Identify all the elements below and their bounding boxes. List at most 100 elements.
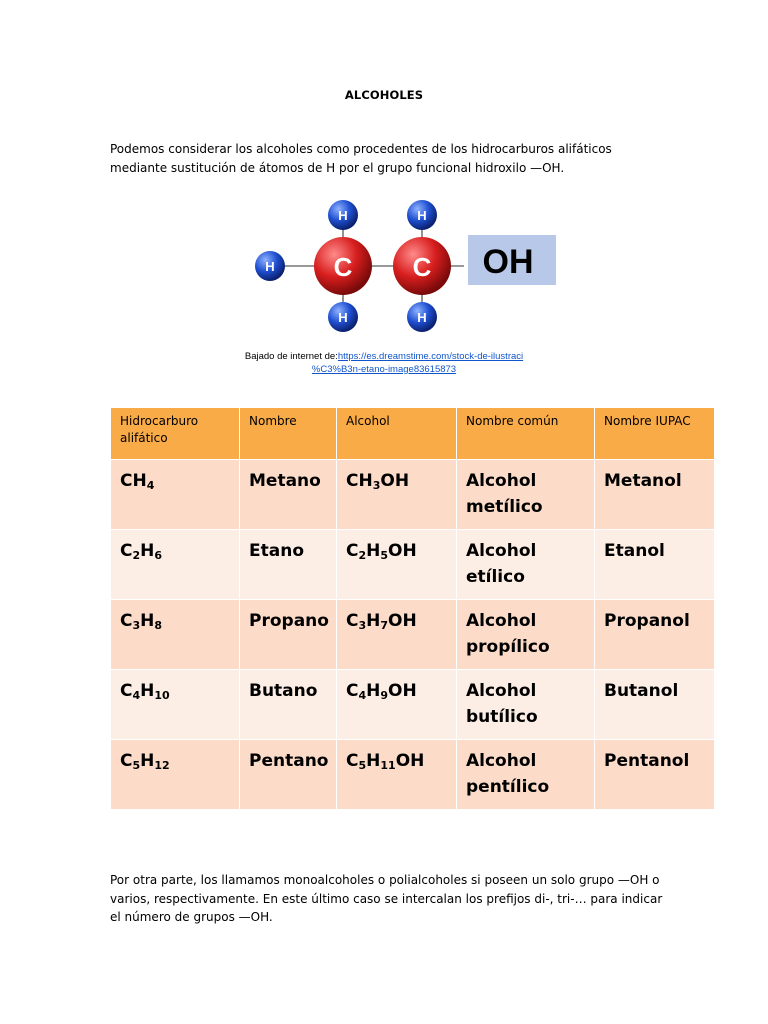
formula-symbol: H [366, 751, 381, 771]
formula-subscript: 4 [358, 689, 367, 702]
formula-symbol: CH [120, 471, 147, 491]
hydrocarbon-name: Pentano [239, 739, 337, 810]
alcohol-formula: C5H11OH [336, 739, 457, 810]
formula-subscript: 12 [154, 759, 170, 772]
formula-symbol: OH [388, 681, 417, 701]
header-hydrocarbon: Hidrocarburo alifático [110, 407, 240, 460]
formula-subscript: 5 [380, 549, 389, 562]
intro-paragraph: Podemos considerar los alcoholes como pr… [110, 142, 612, 175]
hydrocarbon-formula: C5H12 [110, 739, 240, 810]
hydrocarbon-name: Metano [239, 459, 337, 530]
common-name: Alcohol pentílico [456, 739, 595, 810]
formula-subscript: 3 [132, 619, 141, 632]
closing-paragraph: Por otra parte, los llamamos monoalcohol… [110, 873, 663, 924]
hydrocarbon-formula: C2H6 [110, 529, 240, 600]
header-iupac-name: Nombre IUPAC [594, 407, 715, 460]
formula-subscript: 5 [358, 759, 367, 772]
common-name: Alcohol etílico [456, 529, 595, 600]
formula-symbol: C [120, 681, 133, 701]
table-row: C2H6 Etano C2H5OH Alcohol etílico Etanol [110, 529, 715, 600]
formula-symbol: C [120, 611, 133, 631]
svg-text:H: H [417, 208, 426, 223]
formula-symbol: H [366, 681, 381, 701]
caption-prefix: Bajado de internet de: [244, 351, 338, 362]
table-row: C4H10 Butano C4H9OH Alcohol butílico But… [110, 669, 715, 740]
formula-subscript: 11 [380, 759, 396, 772]
carbon-atom-1: C [314, 237, 372, 295]
formula-symbol: OH [380, 471, 410, 491]
table-header-row: Hidrocarburo alifático Nombre Alcohol No… [110, 407, 715, 460]
formula-symbol: H [140, 541, 155, 561]
formula-symbol: C [346, 751, 359, 771]
formula-symbol: H [140, 611, 155, 631]
hydroxyl-group-box: OH [468, 235, 556, 285]
formula-symbol: H [140, 681, 155, 701]
formula-subscript: 6 [154, 549, 163, 562]
formula-symbol: H [366, 611, 381, 631]
svg-text:H: H [265, 259, 274, 274]
svg-text:C: C [413, 252, 432, 282]
iupac-name: Metanol [594, 459, 715, 530]
formula-symbol: C [346, 611, 359, 631]
hydrogen-atom-left: H [255, 251, 285, 281]
formula-subscript: 2 [358, 549, 367, 562]
formula-subscript: 7 [380, 619, 389, 632]
svg-text:H: H [417, 310, 426, 325]
iupac-name: Propanol [594, 599, 715, 670]
svg-text:OH: OH [483, 243, 534, 281]
caption-link[interactable]: https://es.dreamstime.com/stock-de-ilust… [337, 351, 524, 362]
formula-subscript: 9 [380, 689, 389, 702]
document-title: ALCOHOLES [344, 88, 424, 102]
hydrocarbon-formula: C4H10 [110, 669, 240, 740]
hydrocarbon-name: Propano [239, 599, 337, 670]
formula-subscript: 4 [132, 689, 141, 702]
formula-subscript: 5 [132, 759, 141, 772]
common-name: Alcohol metílico [456, 459, 595, 530]
header-alcohol: Alcohol [336, 407, 457, 460]
formula-symbol: C [346, 681, 359, 701]
table-row: CH4 Metano CH3OH Alcohol metílico Metano… [110, 459, 715, 530]
hydrocarbon-name: Butano [239, 669, 337, 740]
formula-symbol: OH [388, 541, 417, 561]
common-name: Alcohol propílico [456, 599, 595, 670]
table-row: C5H12 Pentano C5H11OH Alcohol pentílico … [110, 739, 715, 810]
hydrogen-atom-bottom-left: H [328, 302, 358, 332]
formula-symbol: H [140, 751, 155, 771]
header-common-name: Nombre común [456, 407, 595, 460]
alcohol-formula: C3H7OH [336, 599, 457, 670]
hydrogen-atom-top-left: H [328, 200, 358, 230]
hydrocarbon-name: Etano [239, 529, 337, 600]
hydrogen-atom-bottom-right: H [407, 302, 437, 332]
table-row: C3H8 Propano C3H7OH Alcohol propílico Pr… [110, 599, 715, 670]
atom-label-h: H [338, 208, 347, 223]
alcohol-formula: CH3OH [336, 459, 457, 530]
formula-symbol: OH [388, 611, 417, 631]
iupac-name: Butanol [594, 669, 715, 740]
alcohol-formula: C4H9OH [336, 669, 457, 740]
formula-symbol: C [120, 751, 133, 771]
iupac-name: Pentanol [594, 739, 715, 810]
formula-symbol: CH [346, 471, 373, 491]
header-name: Nombre [239, 407, 337, 460]
caption-link-continued[interactable]: %C3%B3n-etano-image83615873 [311, 363, 457, 375]
hydrocarbon-formula: C3H8 [110, 599, 240, 670]
alcohol-formula: C2H5OH [336, 529, 457, 600]
formula-symbol: C [346, 541, 359, 561]
svg-text:H: H [338, 310, 347, 325]
formula-subscript: 4 [146, 479, 155, 492]
formula-subscript: 10 [154, 689, 170, 702]
formula-subscript: 2 [132, 549, 141, 562]
svg-text:C: C [334, 252, 353, 282]
carbon-atom-2: C [393, 237, 451, 295]
formula-subscript: 8 [154, 619, 163, 632]
formula-symbol: H [366, 541, 381, 561]
formula-subscript: 3 [372, 479, 381, 492]
iupac-name: Etanol [594, 529, 715, 600]
formula-symbol: C [120, 541, 133, 561]
hydrogen-atom-top-right: H [407, 200, 437, 230]
formula-subscript: 3 [358, 619, 367, 632]
ethanol-molecule-image: H H H H H C C OH [255, 200, 556, 332]
figure-caption: Bajado de internet de:https://es.dreamst… [200, 351, 568, 376]
formula-symbol: OH [395, 751, 425, 771]
alcohols-table: Hidrocarburo alifático Nombre Alcohol No… [110, 407, 715, 810]
